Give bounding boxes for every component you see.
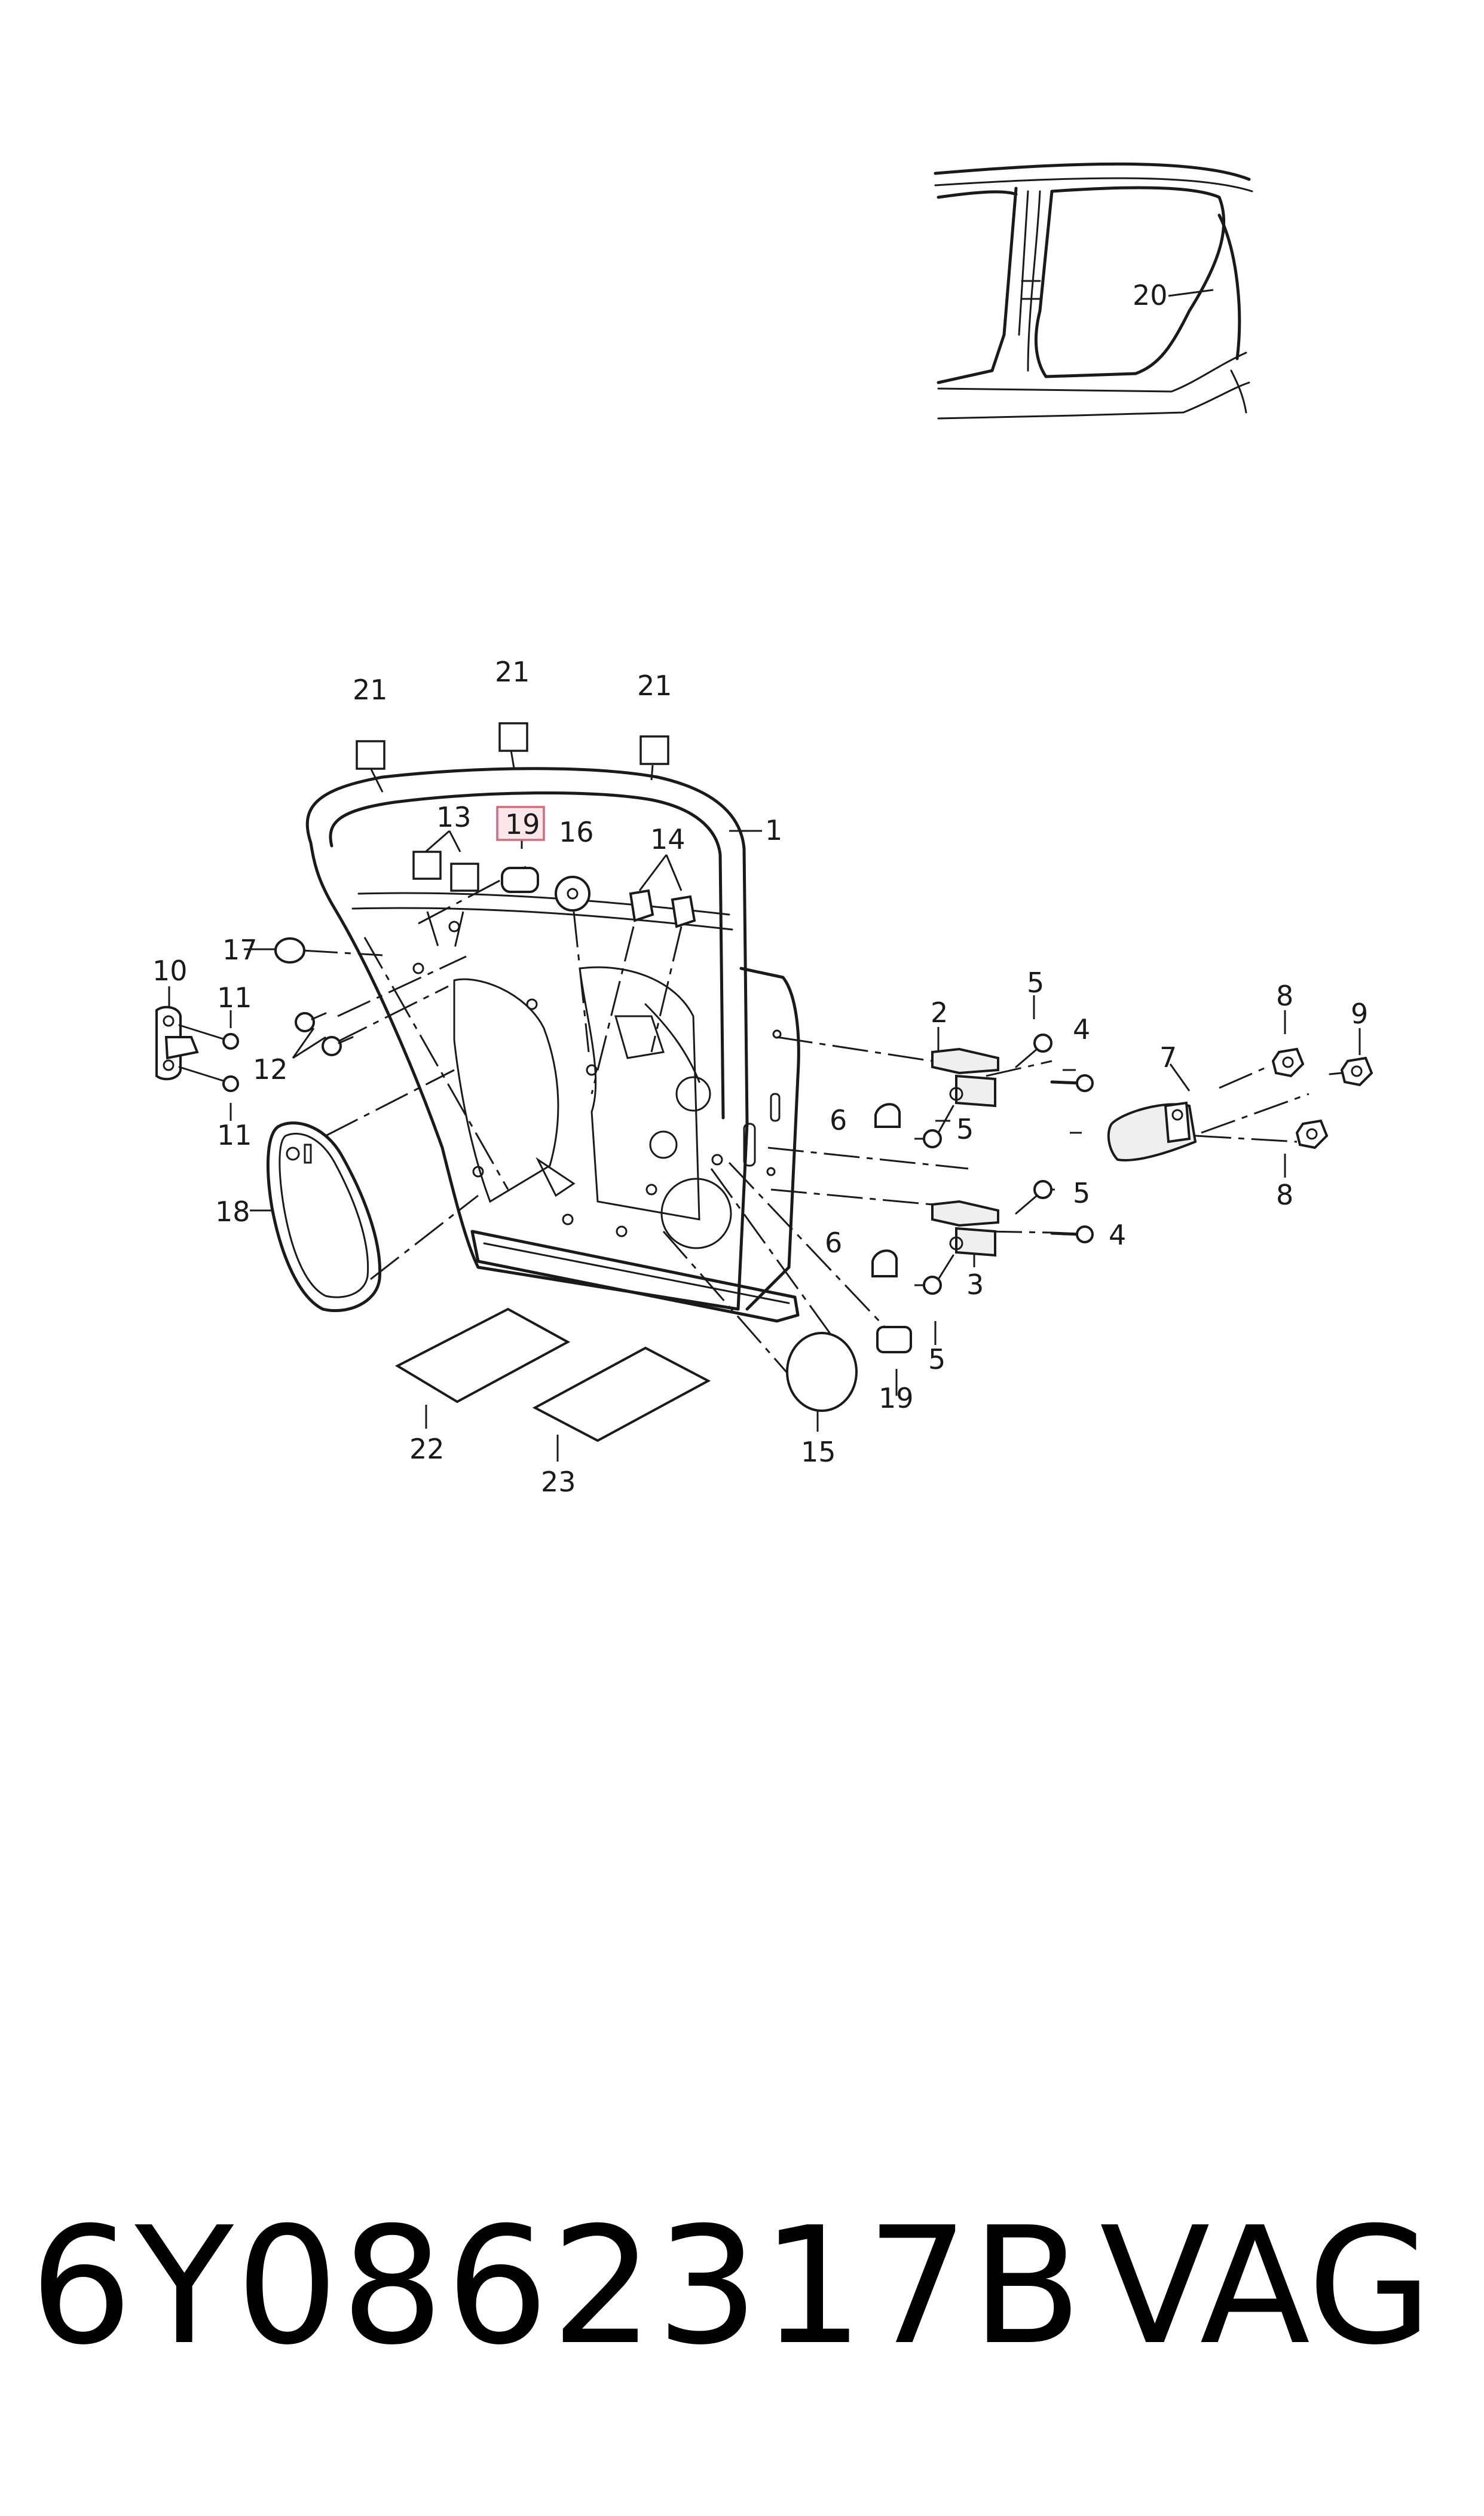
part-10-door-check: [155, 1005, 199, 1081]
part-4-bolts: [1050, 1074, 1094, 1243]
callout-21: 21: [353, 674, 388, 706]
part-9-nut: [1329, 1056, 1373, 1087]
callout-labels: 21 21 21 1 13 19 16 14 17 10 11 11 12 18…: [152, 656, 1368, 1498]
part-17-plug: [274, 937, 305, 964]
callout-5: 5: [956, 1113, 974, 1145]
part-14-clips: [629, 889, 696, 928]
callout-12: 12: [253, 1053, 288, 1086]
part-2-upper-hinge: [931, 1047, 999, 1108]
callout-3: 3: [966, 1268, 984, 1301]
callout-11: 11: [217, 982, 252, 1014]
callout-2: 2: [931, 996, 948, 1029]
callout-8: 8: [1276, 980, 1293, 1012]
callout-23: 23: [541, 1466, 576, 1498]
callout-18: 18: [215, 1196, 250, 1228]
callout-16: 16: [559, 816, 594, 848]
callout-19: 19: [505, 808, 540, 840]
callout-4: 4: [1073, 1013, 1090, 1045]
part-6-plug-lower: [871, 1249, 898, 1277]
callout-5: 5: [1027, 967, 1044, 999]
callout-10: 10: [152, 955, 188, 987]
part-11-screws: [178, 1024, 239, 1092]
part-3-lower-hinge: [931, 1200, 999, 1257]
callout-13: 13: [436, 801, 472, 833]
door-shell: [305, 767, 800, 1323]
part-13-marker-a: [412, 851, 442, 880]
callout-8: 8: [1276, 1179, 1293, 1211]
callout-21: 21: [495, 656, 530, 688]
leader-lines: [168, 750, 1361, 1462]
part-5-bolts: [923, 1034, 1052, 1295]
part-23-pad: [532, 1346, 711, 1442]
callout-6: 6: [830, 1104, 847, 1136]
callout-5: 5: [928, 1343, 946, 1375]
part-18-seal: [266, 1121, 382, 1313]
part-19-highlight-box: [496, 806, 545, 841]
callout-9: 9: [1351, 998, 1368, 1030]
part-21-marker-c: [640, 735, 669, 765]
part-8-nuts: [1271, 1047, 1329, 1150]
callout-7: 7: [1159, 1041, 1177, 1074]
callout-5: 5: [1073, 1177, 1090, 1209]
part-7-check-strap: [1107, 1101, 1197, 1161]
part-6-plug-upper: [874, 1103, 901, 1128]
part-number: 6Y0862317B: [30, 2192, 1085, 2380]
part-15-cover: [786, 1332, 858, 1412]
callout-19: 19: [879, 1382, 914, 1414]
part-21-marker-b: [498, 722, 528, 752]
part-19-plug-bottom: [876, 1326, 912, 1353]
callout-14: 14: [650, 823, 686, 855]
callout-20: 20: [1133, 279, 1168, 311]
callout-21: 21: [637, 669, 672, 702]
part-21-marker-a: [356, 740, 385, 770]
part-13-marker-b: [450, 863, 479, 892]
part-19-plug-top: [501, 867, 539, 893]
assembly-dashed-lines: [301, 866, 1309, 1375]
callout-6: 6: [825, 1227, 842, 1259]
part-22-pad: [394, 1307, 571, 1404]
exploded-parts-diagram: 20: [152, 162, 1373, 1498]
callout-1: 1: [765, 814, 782, 846]
callout-22: 22: [409, 1433, 445, 1465]
callout-15: 15: [801, 1436, 836, 1468]
brand-name: VAG: [1100, 2192, 1433, 2380]
callout-11: 11: [217, 1119, 252, 1151]
part-16-grommet: [555, 876, 590, 912]
callout-17: 17: [222, 934, 258, 966]
callout-4: 4: [1109, 1219, 1126, 1251]
vehicle-location-inset: 20: [934, 162, 1253, 420]
part-12-bolts: [295, 1012, 354, 1056]
